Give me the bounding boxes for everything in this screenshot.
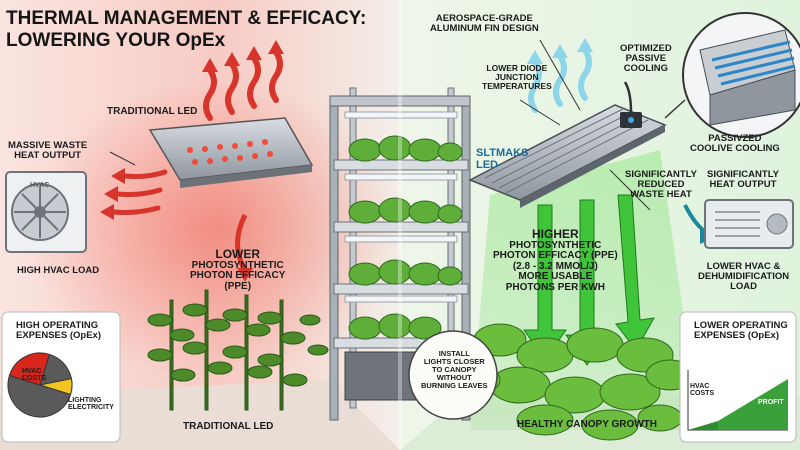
lettuce-canopy [459, 323, 695, 441]
traditional-led-fixture [148, 117, 314, 188]
area-profit [718, 379, 788, 430]
traditional-led-bottom-label: TRADITIONAL LED [183, 421, 274, 432]
heat-arrowheads [202, 40, 284, 72]
vertical-grow-rack [329, 87, 471, 421]
pie-accent-slice [39, 378, 73, 396]
hvac-load-label: HIGH HVAC LOAD [17, 265, 100, 276]
opex-area-chart [687, 370, 788, 431]
pie-slice-0 [7, 353, 73, 418]
sltmaks-led-fixture [468, 81, 667, 208]
page-title: THERMAL MANAGEMENT & EFFICACY: LOWERING … [6, 8, 366, 53]
callout-lines [109, 39, 651, 211]
cool-air-icon [528, 47, 592, 113]
traditional-plants [147, 289, 329, 411]
lower-ppe-label: LOWER PHOTOSYNTHETIC PHOTON EFFICACY (PP… [190, 247, 286, 292]
heat-to-ac-icon [111, 169, 168, 215]
curved-arrow-icon [235, 213, 248, 272]
title-line-2: LOWERING YOUR OpEx [6, 30, 226, 52]
opex-right-profit-label: PROFIT [758, 399, 784, 406]
ac-unit-right [704, 199, 794, 249]
title-line-1: THERMAL MANAGEMENT & EFFICACY: [6, 8, 367, 29]
higher-ppe-label: HIGHER PHOTOSYNTHETIC PHOTON EFFICACY (P… [493, 227, 618, 293]
ac-unit-left [5, 171, 87, 253]
opex-pie-chart [7, 352, 73, 418]
ac-brand-label: HVAC [30, 182, 50, 189]
pie-slice-1 [8, 352, 51, 386]
heat-glow [25, 80, 405, 380]
area-hvac [688, 421, 718, 430]
heatsink-detail [682, 12, 800, 138]
install-callout [408, 330, 498, 420]
heat-wave-icon [203, 49, 283, 121]
traditional-led-label: TRADITIONAL LED [107, 106, 198, 117]
canopy-growth-label: HEALTHY CANOPY GROWTH [517, 419, 658, 430]
